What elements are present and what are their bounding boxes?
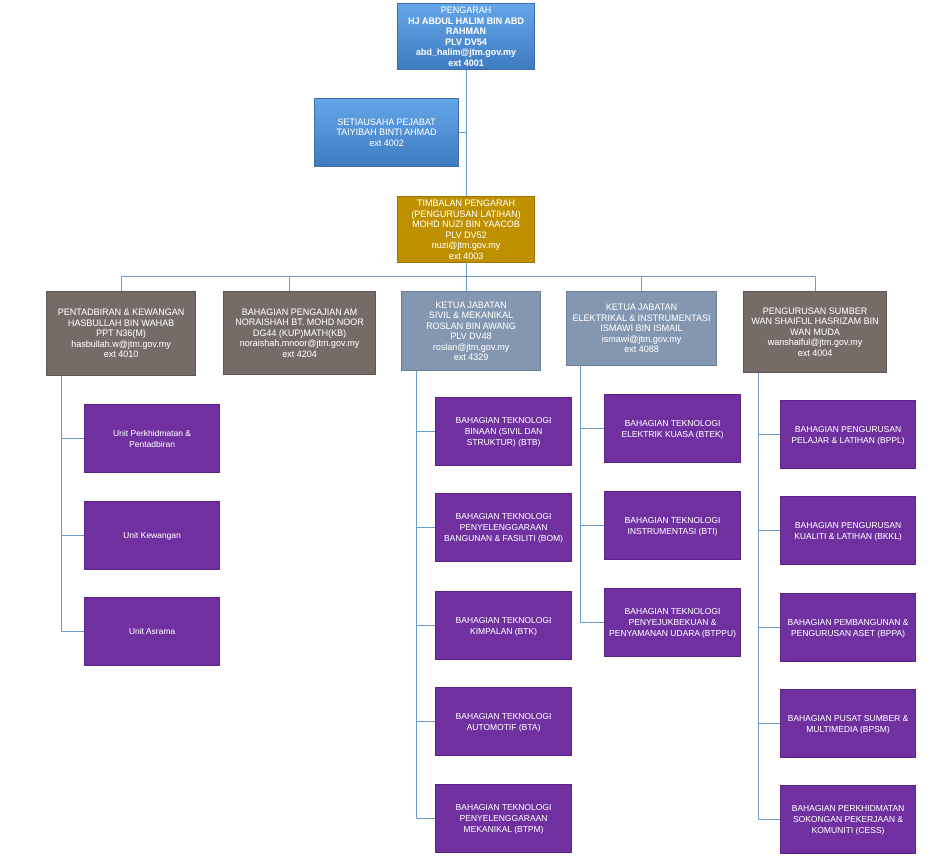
department-line: wanshaiful@jtm.gov.my xyxy=(767,337,863,348)
department-line: ismawi@jtm.gov.my xyxy=(601,333,682,344)
department-line: BAHAGIAN PENGAJIAN AM xyxy=(241,306,358,317)
department-line: PPT N36(M) xyxy=(96,328,146,339)
department-line: ROSLAN BIN AWANG xyxy=(426,320,516,331)
unit-label: BAHAGIAN TEKNOLOGI PENYELENGGARAAN MEKAN… xyxy=(455,802,552,834)
department-line: HASBULLAH BIN WAHAB xyxy=(67,317,175,328)
unit-box: Unit Kewangan xyxy=(84,501,220,570)
deputy-ext: ext 4003 xyxy=(448,250,484,261)
unit-label: BAHAGIAN TEKNOLOGI PENYELENGGARAAN BANGU… xyxy=(443,511,564,543)
unit-box: Unit Perkhidmatan & Pentadbiran xyxy=(84,404,220,473)
unit-box: Unit Asrama xyxy=(84,597,220,666)
department-line: noraishah.mnoor@jtm.gov.my xyxy=(239,338,360,349)
unit-label: Unit Kewangan xyxy=(123,530,181,540)
unit-box: BAHAGIAN PENGURUSAN PELAJAR & LATIHAN (B… xyxy=(780,400,916,469)
department-box-sivil-mekanikal: KETUA JABATAN SIVIL & MEKANIKAL ROSLAN B… xyxy=(401,291,541,371)
unit-box: BAHAGIAN PUSAT SUMBER & MULTIMEDIA (BPSM… xyxy=(780,689,916,758)
unit-box: BAHAGIAN TEKNOLOGI BINAAN (SIVIL DAN STR… xyxy=(435,397,572,466)
department-line: KETUA JABATAN xyxy=(435,299,507,310)
department-line: roslan@jtm.gov.my xyxy=(432,341,510,352)
unit-label: BAHAGIAN PENGURUSAN KUALITI & LATIHAN (B… xyxy=(794,519,902,541)
secretary-name: TAIYIBAH BINTI AHMAD xyxy=(336,127,437,138)
department-line: WAN MUDA xyxy=(790,326,840,337)
deputy-subtitle: (PENGURUSAN LATIHAN) xyxy=(411,208,521,219)
director-grade: PLV DV54 xyxy=(445,36,487,47)
department-box-elektrikal-instrumentasi: KETUA JABATAN ELEKTRIKAL & INSTRUMENTASI… xyxy=(566,291,717,366)
unit-box: BAHAGIAN PEMBANGUNAN & PENGURUSAN ASET (… xyxy=(780,593,916,662)
unit-label: Unit Perkhidmatan & Pentadbiran xyxy=(113,427,191,449)
secretary-title: SETIAUSAHA PEJABAT xyxy=(337,116,436,127)
deputy-name: MOHD NUZI BIN YAACOB xyxy=(412,219,520,229)
unit-box: BAHAGIAN TEKNOLOGI PENYEJUKBEKUAN & PENY… xyxy=(604,588,741,657)
department-line: ext 4004 xyxy=(797,347,833,358)
deputy-grade: PLV DV52 xyxy=(445,229,487,240)
unit-box: BAHAGIAN TEKNOLOGI KIMPALAN (BTK) xyxy=(435,591,572,660)
unit-box: BAHAGIAN TEKNOLOGI ELEKTRIK KUASA (BTEK) xyxy=(604,394,741,463)
unit-box: BAHAGIAN TEKNOLOGI AUTOMOTIF (BTA) xyxy=(435,687,572,756)
unit-label: BAHAGIAN PERKHIDMATAN SOKONGAN PEKERJAAN… xyxy=(791,803,905,835)
department-line: ext 4088 xyxy=(624,344,659,355)
director-ext: ext 4001 xyxy=(448,57,484,68)
unit-box: BAHAGIAN TEKNOLOGI INSTRUMENTASI (BTI) xyxy=(604,491,741,560)
unit-label: BAHAGIAN TEKNOLOGI INSTRUMENTASI (BTI) xyxy=(624,514,721,536)
department-line: PENGURUSAN SUMBER xyxy=(762,305,868,316)
unit-box: BAHAGIAN PERKHIDMATAN SOKONGAN PEKERJAAN… xyxy=(780,785,916,854)
department-line: KETUA JABATAN xyxy=(605,302,678,313)
deputy-title: TIMBALAN PENGARAH xyxy=(416,198,516,208)
unit-label: BAHAGIAN TEKNOLOGI AUTOMOTIF (BTA) xyxy=(455,710,552,732)
deputy-box: TIMBALAN PENGARAH (PENGURUSAN LATIHAN) M… xyxy=(397,196,535,263)
department-line: DG44 (KUP)MATH(KB) xyxy=(252,327,347,338)
unit-label: BAHAGIAN PENGURUSAN PELAJAR & LATIHAN (B… xyxy=(791,423,905,445)
unit-label: BAHAGIAN TEKNOLOGI PENYEJUKBEKUAN & PENY… xyxy=(609,606,736,638)
unit-label: BAHAGIAN TEKNOLOGI BINAAN (SIVIL DAN STR… xyxy=(455,415,552,447)
department-box-pengajian-am: BAHAGIAN PENGAJIAN AM NORAISHAH BT. MOHD… xyxy=(223,291,376,375)
deputy-email: nuzi@jtm.gov.my xyxy=(431,240,501,250)
department-line: WAN SHAIFUL HASRIZAM BIN xyxy=(751,316,879,327)
department-line: ext 4329 xyxy=(453,352,489,362)
department-line: NORAISHAH BT. MOHD NOOR xyxy=(235,317,364,328)
unit-label: BAHAGIAN PUSAT SUMBER & MULTIMEDIA (BPSM… xyxy=(787,712,909,734)
unit-label: BAHAGIAN TEKNOLOGI KIMPALAN (BTK) xyxy=(455,614,552,636)
unit-box: BAHAGIAN TEKNOLOGI PENYELENGGARAAN MEKAN… xyxy=(435,784,572,853)
department-line: ISMAWI BIN ISMAIL xyxy=(600,323,683,334)
department-box-pengurusan-sumber: PENGURUSAN SUMBER WAN SHAIFUL HASRIZAM B… xyxy=(743,291,887,373)
department-line: ELEKTRIKAL & INSTRUMENTASI xyxy=(572,312,711,323)
director-email: abd_halim@jtm.gov.my xyxy=(415,47,517,57)
department-line: PENTADBIRAN & KEWANGAN xyxy=(57,307,185,318)
department-line: hasbullah.w@jtm.gov.my xyxy=(71,338,171,349)
unit-label: Unit Asrama xyxy=(128,626,176,636)
department-line: ext 4204 xyxy=(282,348,317,359)
department-line: SIVIL & MEKANIKAL xyxy=(428,310,514,320)
unit-label: BAHAGIAN PEMBANGUNAN & PENGURUSAN ASET (… xyxy=(787,616,909,638)
director-name-line2: RAHMAN xyxy=(446,26,486,36)
director-name-line1: HJ ABDUL HALIM BIN ABD xyxy=(408,15,524,26)
secretary-box: SETIAUSAHA PEJABAT TAIYIBAH BINTI AHMAD … xyxy=(314,98,459,167)
director-title: PENGARAH xyxy=(440,5,492,15)
department-line: PLV DV48 xyxy=(450,331,492,341)
unit-label: BAHAGIAN TEKNOLOGI ELEKTRIK KUASA (BTEK) xyxy=(621,417,724,439)
department-box-pentadbiran: PENTADBIRAN & KEWANGAN HASBULLAH BIN WAH… xyxy=(46,291,196,376)
department-line: ext 4010 xyxy=(103,349,139,360)
secretary-ext: ext 4002 xyxy=(369,137,404,148)
unit-box: BAHAGIAN TEKNOLOGI PENYELENGGARAAN BANGU… xyxy=(435,493,572,562)
unit-box: BAHAGIAN PENGURUSAN KUALITI & LATIHAN (B… xyxy=(780,496,916,565)
director-box: PENGARAH HJ ABDUL HALIM BIN ABD RAHMAN P… xyxy=(397,3,535,70)
